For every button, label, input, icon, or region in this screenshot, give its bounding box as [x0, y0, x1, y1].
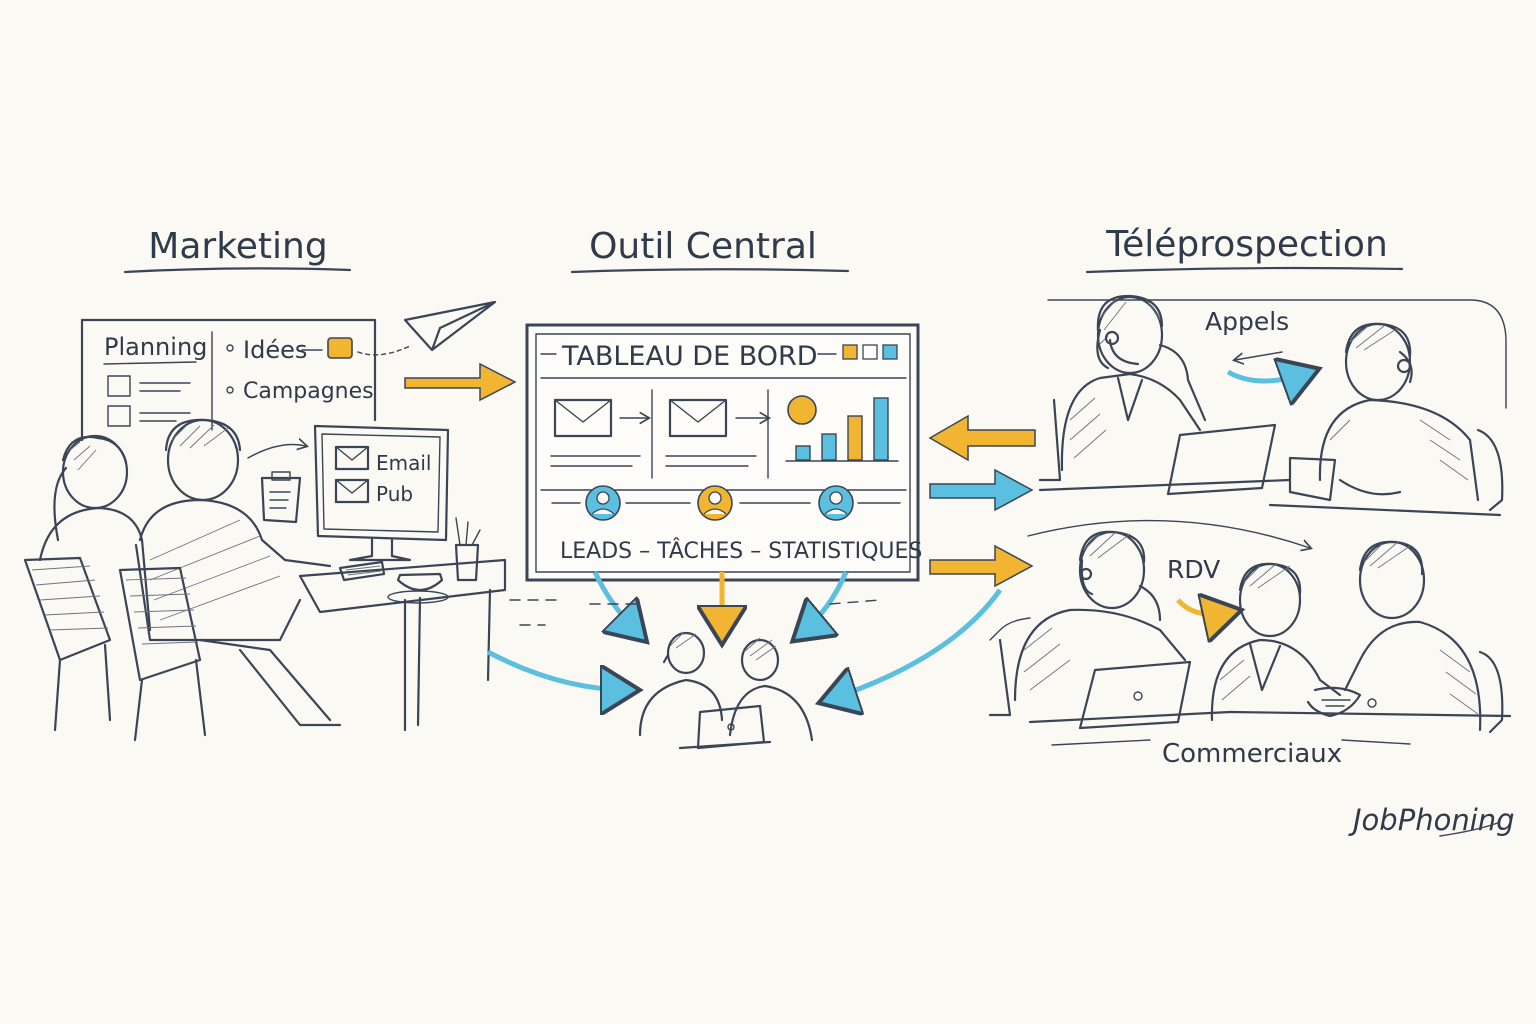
central-title-text: Outil Central	[589, 226, 817, 267]
tasks-avatar-icon	[697, 485, 733, 521]
chair	[118, 566, 202, 682]
rdv-arrow	[1176, 600, 1232, 614]
marketing-desk	[298, 517, 507, 732]
chair	[1038, 398, 1062, 482]
tele-agent-woman	[1038, 294, 1292, 496]
window-button-icon	[882, 344, 898, 360]
rdv-label: RDV	[1167, 555, 1220, 584]
brand-logo: JobPhoning	[1348, 803, 1515, 837]
stats-avatar-icon	[818, 485, 854, 521]
marketing-title-text: Marketing	[148, 226, 327, 267]
flow-line	[1027, 519, 1310, 548]
marketing-man	[118, 418, 342, 742]
commerciaux-title: Commerciaux	[1162, 739, 1342, 769]
keyboard	[338, 560, 386, 582]
client	[1343, 540, 1504, 734]
mini-bar	[873, 397, 889, 461]
stats-bar-chart	[785, 395, 899, 462]
dashboard-board: TABLEAU DE BORD	[525, 323, 922, 582]
ideas-label: Idées	[243, 336, 307, 364]
mini-bar	[821, 433, 837, 461]
planning-board: Planning Idées Campagnes	[80, 318, 411, 442]
pencil-cup-icon	[454, 543, 480, 582]
marketing-monitor: Email Pub	[313, 424, 450, 562]
campaigns-label: Campagnes	[243, 379, 374, 404]
handshake-icon	[1306, 686, 1377, 718]
teleprospection-title: Téléprospection	[1085, 224, 1404, 274]
marketing-title: Marketing	[123, 226, 352, 274]
paper-plane-icon	[403, 300, 497, 352]
chair	[1476, 428, 1504, 512]
email-icon	[334, 445, 370, 471]
chair	[23, 556, 112, 662]
leads-avatar-icon	[585, 485, 621, 521]
arrow-sales-to-team	[828, 588, 1003, 700]
planning-label: Planning	[104, 333, 207, 361]
clipboard-icon	[260, 471, 302, 524]
central-underline	[570, 268, 850, 274]
sales-caller	[988, 530, 1232, 730]
chair	[988, 638, 1012, 717]
arrow-dashboard-to-sales	[929, 544, 1034, 588]
window-button-icon	[842, 344, 858, 360]
central-team	[638, 631, 814, 750]
tele-agent-man	[1268, 322, 1504, 517]
envelope-icon	[668, 398, 728, 438]
arrow-marketing-to-team	[486, 649, 630, 690]
arrow-dashboard-to-team	[800, 571, 849, 635]
pub-icon	[334, 478, 370, 504]
phone-icon	[1138, 584, 1162, 622]
coin-icon	[787, 395, 817, 425]
brand-underline	[1439, 821, 1501, 837]
tablet-icon	[1288, 456, 1337, 502]
sales-frame	[989, 617, 1031, 641]
teleprospection-title-text: Téléprospection	[1105, 224, 1388, 265]
arrow-tele-to-dashboard	[928, 414, 1036, 462]
monitor-email-label: Email	[376, 451, 432, 475]
headset-icon	[1080, 558, 1094, 596]
laptop-icon	[1166, 423, 1277, 496]
sales-rep	[1210, 562, 1342, 722]
dashboard-categories: LEADS – TÂCHES – STATISTIQUES	[560, 538, 922, 564]
idea-to-monitor-arrow	[247, 445, 306, 459]
dashboard-title: TABLEAU DE BORD	[561, 341, 818, 372]
window-button-icon	[862, 344, 878, 360]
mini-bar	[847, 415, 863, 461]
coffee-cup-icon	[396, 572, 444, 592]
laptop-icon	[1078, 660, 1192, 730]
monitor-pub-label: Pub	[376, 482, 413, 506]
marketing-underline	[123, 267, 352, 274]
mini-bar	[795, 445, 811, 461]
idea-note-icon	[327, 337, 353, 359]
planning-checkbox	[107, 375, 131, 397]
calls-exchange-arrow	[1226, 372, 1310, 381]
arrow-marketing-to-dashboard	[404, 362, 517, 402]
teleprospection-underline	[1085, 266, 1404, 274]
central-title: Outil Central	[570, 226, 850, 274]
envelope-icon	[553, 398, 613, 438]
tele-frame	[1047, 299, 1507, 409]
planning-checkbox	[107, 405, 131, 427]
chair	[1478, 650, 1504, 734]
calls-label: Appels	[1205, 307, 1289, 336]
marketing-woman	[23, 434, 152, 732]
calls-return-arrow	[1235, 351, 1283, 360]
arrow-dashboard-to-tele	[929, 468, 1034, 512]
